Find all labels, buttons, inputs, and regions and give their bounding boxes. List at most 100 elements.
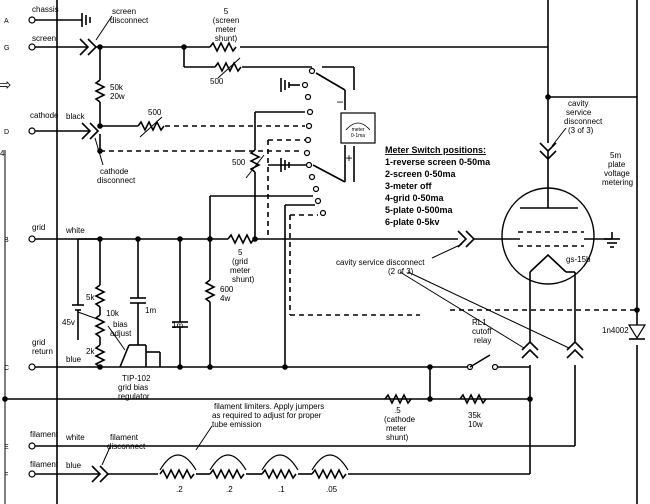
switch-position-1: 1-reverse screen 0-50ma <box>385 157 491 167</box>
meter-switch-title: Meter Switch positions: <box>385 145 486 155</box>
resistor <box>311 468 347 480</box>
meter-icon <box>340 112 376 144</box>
resistor-5k <box>94 284 106 308</box>
relay-arm <box>469 354 491 368</box>
r-2k-label: 2k <box>86 347 95 356</box>
switch-contact <box>304 136 312 144</box>
switch-contact <box>308 67 316 75</box>
terminal-label: cathode <box>30 111 59 120</box>
disconnect-icon <box>465 230 476 248</box>
switch-position-6: 6-plate 0-5kv <box>385 217 440 227</box>
wire-label-blue-2: blue <box>66 461 82 470</box>
pot-arrow <box>217 57 241 79</box>
terminal-circle <box>28 442 36 450</box>
terminal-pin: G <box>4 45 9 52</box>
r-10k-label: 10k <box>106 309 120 318</box>
resistor-50k <box>94 79 106 103</box>
terminal-circle <box>28 16 36 24</box>
terminal-label: grid <box>32 223 45 232</box>
resistor-600 <box>204 279 216 303</box>
switch-contact <box>305 122 313 130</box>
disconnect-icon <box>89 122 100 140</box>
jumper <box>159 454 197 471</box>
terminal-pin: F <box>4 472 8 479</box>
jumper <box>261 454 299 471</box>
switch-contact <box>312 185 320 193</box>
pot-arrow <box>245 154 265 179</box>
terminal-circle <box>28 43 36 51</box>
diode-icon <box>627 324 647 340</box>
terminal-pin: E <box>4 444 9 451</box>
pointer <box>431 243 463 259</box>
r-5k-label: 5k <box>86 293 95 302</box>
switch-position-2: 2-screen 0-50ma <box>385 169 457 179</box>
switch-position-4: 4-grid 0-50ma <box>385 193 445 203</box>
diode-label: 1n4002 <box>602 326 629 335</box>
junction <box>634 307 640 313</box>
disconnect-icon <box>457 230 468 248</box>
resistor-35k <box>459 393 487 405</box>
terminal-circle <box>28 127 36 135</box>
meter-arc <box>345 122 371 131</box>
switch-contact <box>304 93 312 101</box>
r-grid-pot-label: 500 <box>232 158 246 167</box>
terminal-filament-e: filament E <box>4 430 59 451</box>
junction <box>177 364 183 370</box>
relay-contact <box>491 363 499 371</box>
switch-contact <box>305 161 313 169</box>
terminal-label: grid <box>32 338 45 347</box>
disconnect-icon <box>99 465 110 483</box>
junction <box>2 396 8 402</box>
transistor-icon <box>119 344 130 368</box>
pointer <box>407 271 570 349</box>
v-45-label: 45v <box>62 318 75 327</box>
resistor <box>261 468 297 480</box>
arrow-icon: ⇨ <box>0 77 11 94</box>
fil-r1-label: .2 <box>176 485 183 494</box>
filament-limiter-2: .2 <box>209 454 247 494</box>
pointer <box>551 127 567 147</box>
pointer <box>95 15 113 41</box>
resistor-2k <box>94 344 106 368</box>
c-1m-a-label: 1m <box>145 306 156 315</box>
terminal-circle <box>28 470 36 478</box>
wire-label-white-2: white <box>65 433 85 442</box>
junction <box>252 236 258 242</box>
pointer <box>101 446 111 466</box>
disconnect-icon <box>566 348 584 359</box>
wire-label-black: black <box>66 112 86 121</box>
switch-contact <box>303 149 311 157</box>
disconnect-icon <box>521 348 539 359</box>
disconnect-icon <box>79 38 90 56</box>
junction <box>207 364 213 370</box>
terminal-pin: B <box>4 237 9 244</box>
switch-position-3: 3-meter off <box>385 181 433 191</box>
tube-filament <box>529 253 567 273</box>
transistor-base <box>107 325 126 351</box>
terminal-label: screen <box>32 34 56 43</box>
disconnect-icon <box>87 38 98 56</box>
switch-contact <box>319 209 327 217</box>
junction <box>97 364 103 370</box>
terminal-pin: D <box>4 129 9 136</box>
terminal-label: filament <box>30 460 59 469</box>
junction <box>97 123 103 129</box>
resistor-cathode-shunt <box>384 393 412 405</box>
pot-screen <box>214 61 242 73</box>
terminal-screen: screen G <box>4 34 56 52</box>
switch-arm <box>315 72 346 91</box>
c-1m-b-label: 1m <box>172 321 183 330</box>
disconnect-icon <box>566 340 584 351</box>
pot-grid <box>249 149 261 173</box>
disconnect-icon <box>91 465 102 483</box>
resistor <box>159 468 195 480</box>
